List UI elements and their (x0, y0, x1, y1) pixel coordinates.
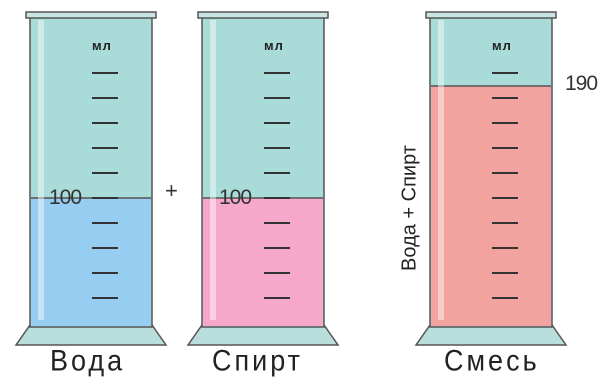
cylinder-water-base (14, 324, 168, 346)
cylinder-spirit-highlight (210, 20, 216, 320)
value-label-water: 100 (49, 186, 82, 209)
cylinder-spirit-base (186, 324, 340, 346)
cylinder-water-liquid (31, 198, 151, 326)
value-label-spirit: 100 (219, 186, 252, 209)
cylinder-mixture-liquid (431, 86, 551, 326)
cylinder-water-ticks (92, 72, 118, 299)
unit-label-water: мл (92, 38, 112, 53)
label-water: Вода (50, 344, 126, 378)
cylinder-mixture (414, 11, 568, 346)
unit-label-spirit: мл (264, 38, 284, 53)
cylinder-spirit-liquid (203, 198, 323, 326)
cylinder-mixture-highlight (438, 20, 444, 320)
cylinder-spirit-ticks (264, 72, 290, 299)
unit-label-mixture: мл (492, 38, 512, 53)
cylinder-mixture-rim (425, 11, 557, 19)
plus-operator: + (165, 178, 178, 203)
cylinder-spirit-rim (197, 11, 329, 19)
cylinder-spirit (186, 11, 340, 346)
cylinder-mixture-base (414, 324, 568, 346)
cylinder-water (14, 11, 168, 346)
mixture-side-label: Вода + Спирт (398, 145, 421, 271)
cylinder-mixture-ticks (492, 72, 518, 299)
label-mixture: Смесь (444, 344, 540, 378)
value-label-mixture: 190 (565, 72, 598, 95)
cylinder-water-highlight (38, 20, 44, 320)
cylinder-water-rim (25, 11, 157, 19)
label-spirit: Спирт (212, 344, 303, 378)
